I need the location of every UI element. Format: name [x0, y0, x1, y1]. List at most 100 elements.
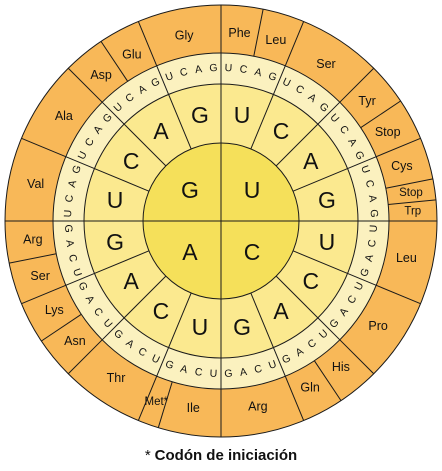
third-base-letter: C	[239, 63, 249, 76]
amino-acid-label: Ser	[30, 269, 49, 283]
third-base-letter: A	[366, 194, 379, 203]
divider-line	[339, 67, 375, 103]
third-base-letter: U	[280, 76, 292, 90]
amino-acid-label: Pro	[368, 319, 388, 333]
divider-line	[385, 178, 433, 189]
third-base-letter: A	[66, 179, 79, 189]
third-base-letter: U	[267, 358, 278, 372]
divider-line	[168, 94, 192, 150]
amino-acid-label: Leu	[265, 33, 286, 47]
second-base-letter: G	[191, 102, 209, 128]
divider-line	[101, 317, 125, 341]
first-base-letter: C	[244, 239, 261, 265]
divider-line	[284, 21, 305, 66]
caption: *Codón de iniciación	[0, 444, 442, 468]
second-base-letter: G	[318, 187, 336, 213]
third-base-letter: U	[164, 70, 175, 84]
divider-line	[65, 156, 95, 170]
divider-line	[21, 284, 66, 305]
third-base-letter: A	[253, 66, 263, 79]
amino-acid-label: Val	[27, 177, 44, 191]
third-base-letter: C	[63, 194, 76, 204]
third-base-letter: A	[239, 366, 248, 379]
amino-acid-label: Arg	[248, 399, 268, 413]
second-base-letter: A	[303, 148, 319, 174]
third-base-letter: G	[358, 267, 372, 279]
divider-line	[41, 313, 82, 342]
second-base-letter: U	[234, 102, 251, 128]
second-base-letter: C	[123, 148, 140, 174]
amino-acid-label: Asp	[90, 68, 112, 82]
amino-acid-label: His	[332, 360, 350, 374]
second-base-letter: C	[273, 118, 290, 144]
divider-line	[67, 67, 103, 103]
divider-line	[272, 347, 286, 377]
divider-line	[347, 272, 377, 286]
third-base-letter: C	[66, 253, 80, 264]
divider-line	[67, 339, 103, 375]
divider-line	[101, 101, 125, 125]
third-base-letter: A	[363, 253, 376, 263]
caption-text: Codón de iniciación	[154, 447, 298, 464]
divider-line	[137, 376, 158, 421]
third-base-letter: G	[70, 164, 84, 176]
divider-line	[156, 65, 170, 95]
third-base-letter: U	[358, 164, 372, 175]
second-base-letter: A	[153, 118, 169, 144]
divider-line	[272, 65, 286, 95]
divider-line	[137, 21, 158, 66]
amino-acid-label: Stop	[399, 187, 423, 199]
divider-line	[275, 275, 319, 319]
divider-line	[284, 376, 305, 421]
third-base-letter: C	[363, 179, 377, 190]
third-base-letter: U	[70, 267, 84, 278]
third-base-letter: A	[194, 63, 203, 76]
second-base-letter: G	[233, 314, 251, 340]
amino-acid-label: Trp	[404, 206, 421, 218]
third-base-letter: C	[194, 366, 204, 379]
third-base-letter: U	[352, 280, 366, 292]
divider-line	[94, 168, 150, 192]
amino-acid-label: Ala	[55, 109, 73, 123]
amino-acid-label: Leu	[396, 251, 417, 265]
third-base-letter: U	[76, 150, 90, 162]
divider-line	[275, 123, 319, 167]
third-base-letter: U	[62, 209, 74, 217]
amino-acid-label: Ser	[316, 57, 335, 71]
divider-line	[156, 347, 170, 377]
divider-line	[339, 339, 375, 375]
divider-line	[253, 9, 264, 57]
third-base-letter: G	[368, 209, 380, 218]
third-base-letter: G	[209, 62, 218, 74]
divider-line	[347, 156, 377, 170]
third-base-letter: C	[253, 363, 264, 377]
third-base-letter: G	[164, 358, 176, 372]
third-base-letter: G	[62, 224, 74, 233]
amino-acid-sectors: PheLeuSerTyrStopCysStopTrpLeuProHisGlnAr…	[5, 5, 437, 437]
amino-acid-label: Glu	[122, 47, 142, 61]
amino-acid-label: Tyr	[358, 94, 375, 108]
amino-acid-label: Thr	[107, 371, 126, 385]
divider-line	[317, 101, 341, 125]
second-base-letter: G	[106, 229, 124, 255]
divider-line	[376, 137, 421, 158]
third-base-letter: A	[63, 239, 76, 248]
amino-acid-label: Met*	[144, 396, 168, 408]
divider-line	[65, 272, 95, 286]
divider-line	[123, 123, 167, 167]
divider-line	[313, 360, 342, 401]
second-base-letter: U	[192, 314, 209, 340]
third-base-letter: C	[366, 238, 379, 248]
second-base-letter: A	[124, 268, 140, 294]
codon-wheel: PheLeuSerTyrStopCysStopTrpLeuProHisGlnAr…	[4, 4, 438, 438]
amino-acid-label: Stop	[375, 125, 401, 139]
third-base-letter: U	[209, 368, 217, 380]
divider-line	[250, 94, 274, 150]
third-base-letter: U	[150, 352, 162, 366]
third-base-letter: A	[179, 363, 189, 376]
second-base-letter: U	[107, 187, 124, 213]
amino-acid-label: Phe	[228, 26, 250, 40]
second-base-letter: A	[273, 298, 289, 324]
